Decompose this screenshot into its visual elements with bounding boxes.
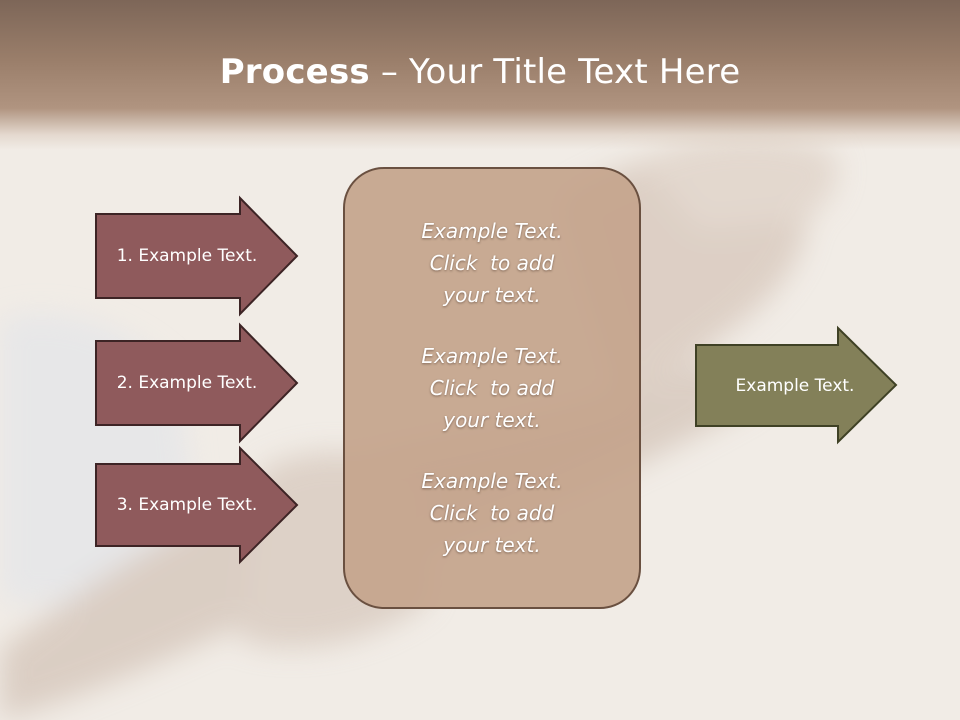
center-text-block-1[interactable]: Example Text. Click to add your text. bbox=[421, 215, 562, 311]
center-box: Example Text. Click to add your text. Ex… bbox=[344, 168, 640, 608]
center-line: your text. bbox=[443, 408, 541, 432]
center-line: your text. bbox=[443, 283, 541, 307]
title-rest: – Your Title Text Here bbox=[369, 52, 741, 92]
step-label-3: 3. Example Text. bbox=[116, 495, 258, 515]
center-line: your text. bbox=[443, 533, 541, 557]
title-band bbox=[0, 0, 960, 150]
center-text-block-3[interactable]: Example Text. Click to add your text. bbox=[421, 465, 562, 561]
step-arrow-1[interactable] bbox=[95, 195, 299, 317]
slide-title[interactable]: Process – Your Title Text Here bbox=[0, 52, 960, 92]
center-line: Example Text. bbox=[421, 344, 563, 368]
center-box-shape[interactable] bbox=[343, 167, 641, 609]
step-label-2: 2. Example Text. bbox=[116, 373, 258, 393]
center-line: Click to add bbox=[429, 376, 555, 400]
center-line: Click to add bbox=[429, 501, 555, 525]
step-arrow-2[interactable] bbox=[95, 322, 299, 444]
step-label-1: 1. Example Text. bbox=[116, 246, 258, 266]
center-text-block-2[interactable]: Example Text. Click to add your text. bbox=[421, 340, 562, 436]
step-arrow-3[interactable] bbox=[95, 445, 299, 565]
center-line: Click to add bbox=[429, 251, 555, 275]
center-line: Example Text. bbox=[421, 469, 563, 493]
center-line: Example Text. bbox=[421, 219, 563, 243]
title-bold: Process bbox=[219, 52, 370, 92]
output-label: Example Text. bbox=[735, 375, 855, 396]
output-arrow[interactable] bbox=[695, 325, 898, 445]
